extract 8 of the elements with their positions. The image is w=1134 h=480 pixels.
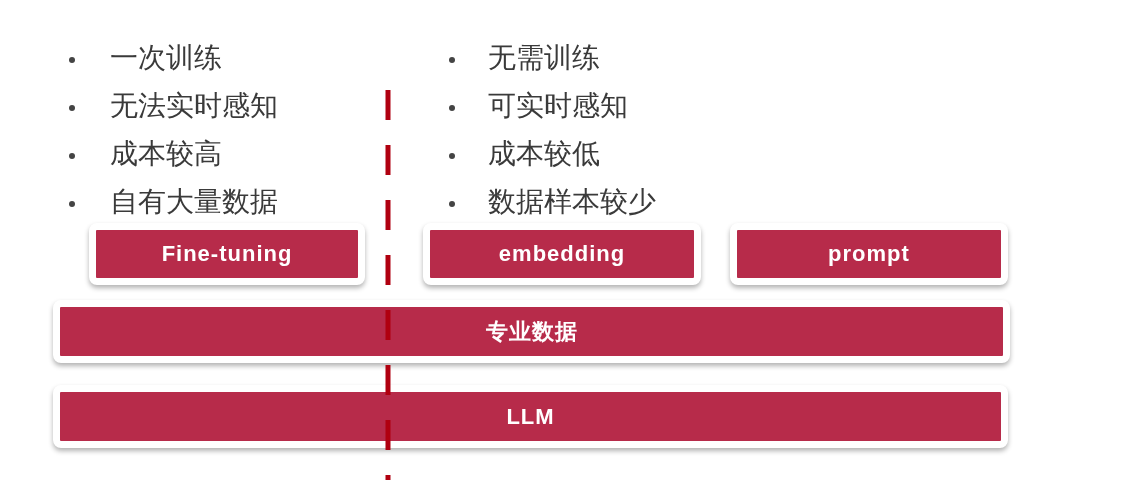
bullet-text: 一次训练 bbox=[110, 41, 222, 75]
bullet-text: 无法实时感知 bbox=[110, 89, 278, 123]
bullet-text: 数据样本较少 bbox=[488, 185, 656, 219]
bullet-text: 自有大量数据 bbox=[110, 185, 278, 219]
bullet-text: 成本较高 bbox=[110, 137, 222, 171]
bullet-text: 可实时感知 bbox=[488, 89, 628, 123]
bullet-text: 成本较低 bbox=[488, 137, 600, 171]
bullet-text: 无需训练 bbox=[488, 41, 600, 75]
